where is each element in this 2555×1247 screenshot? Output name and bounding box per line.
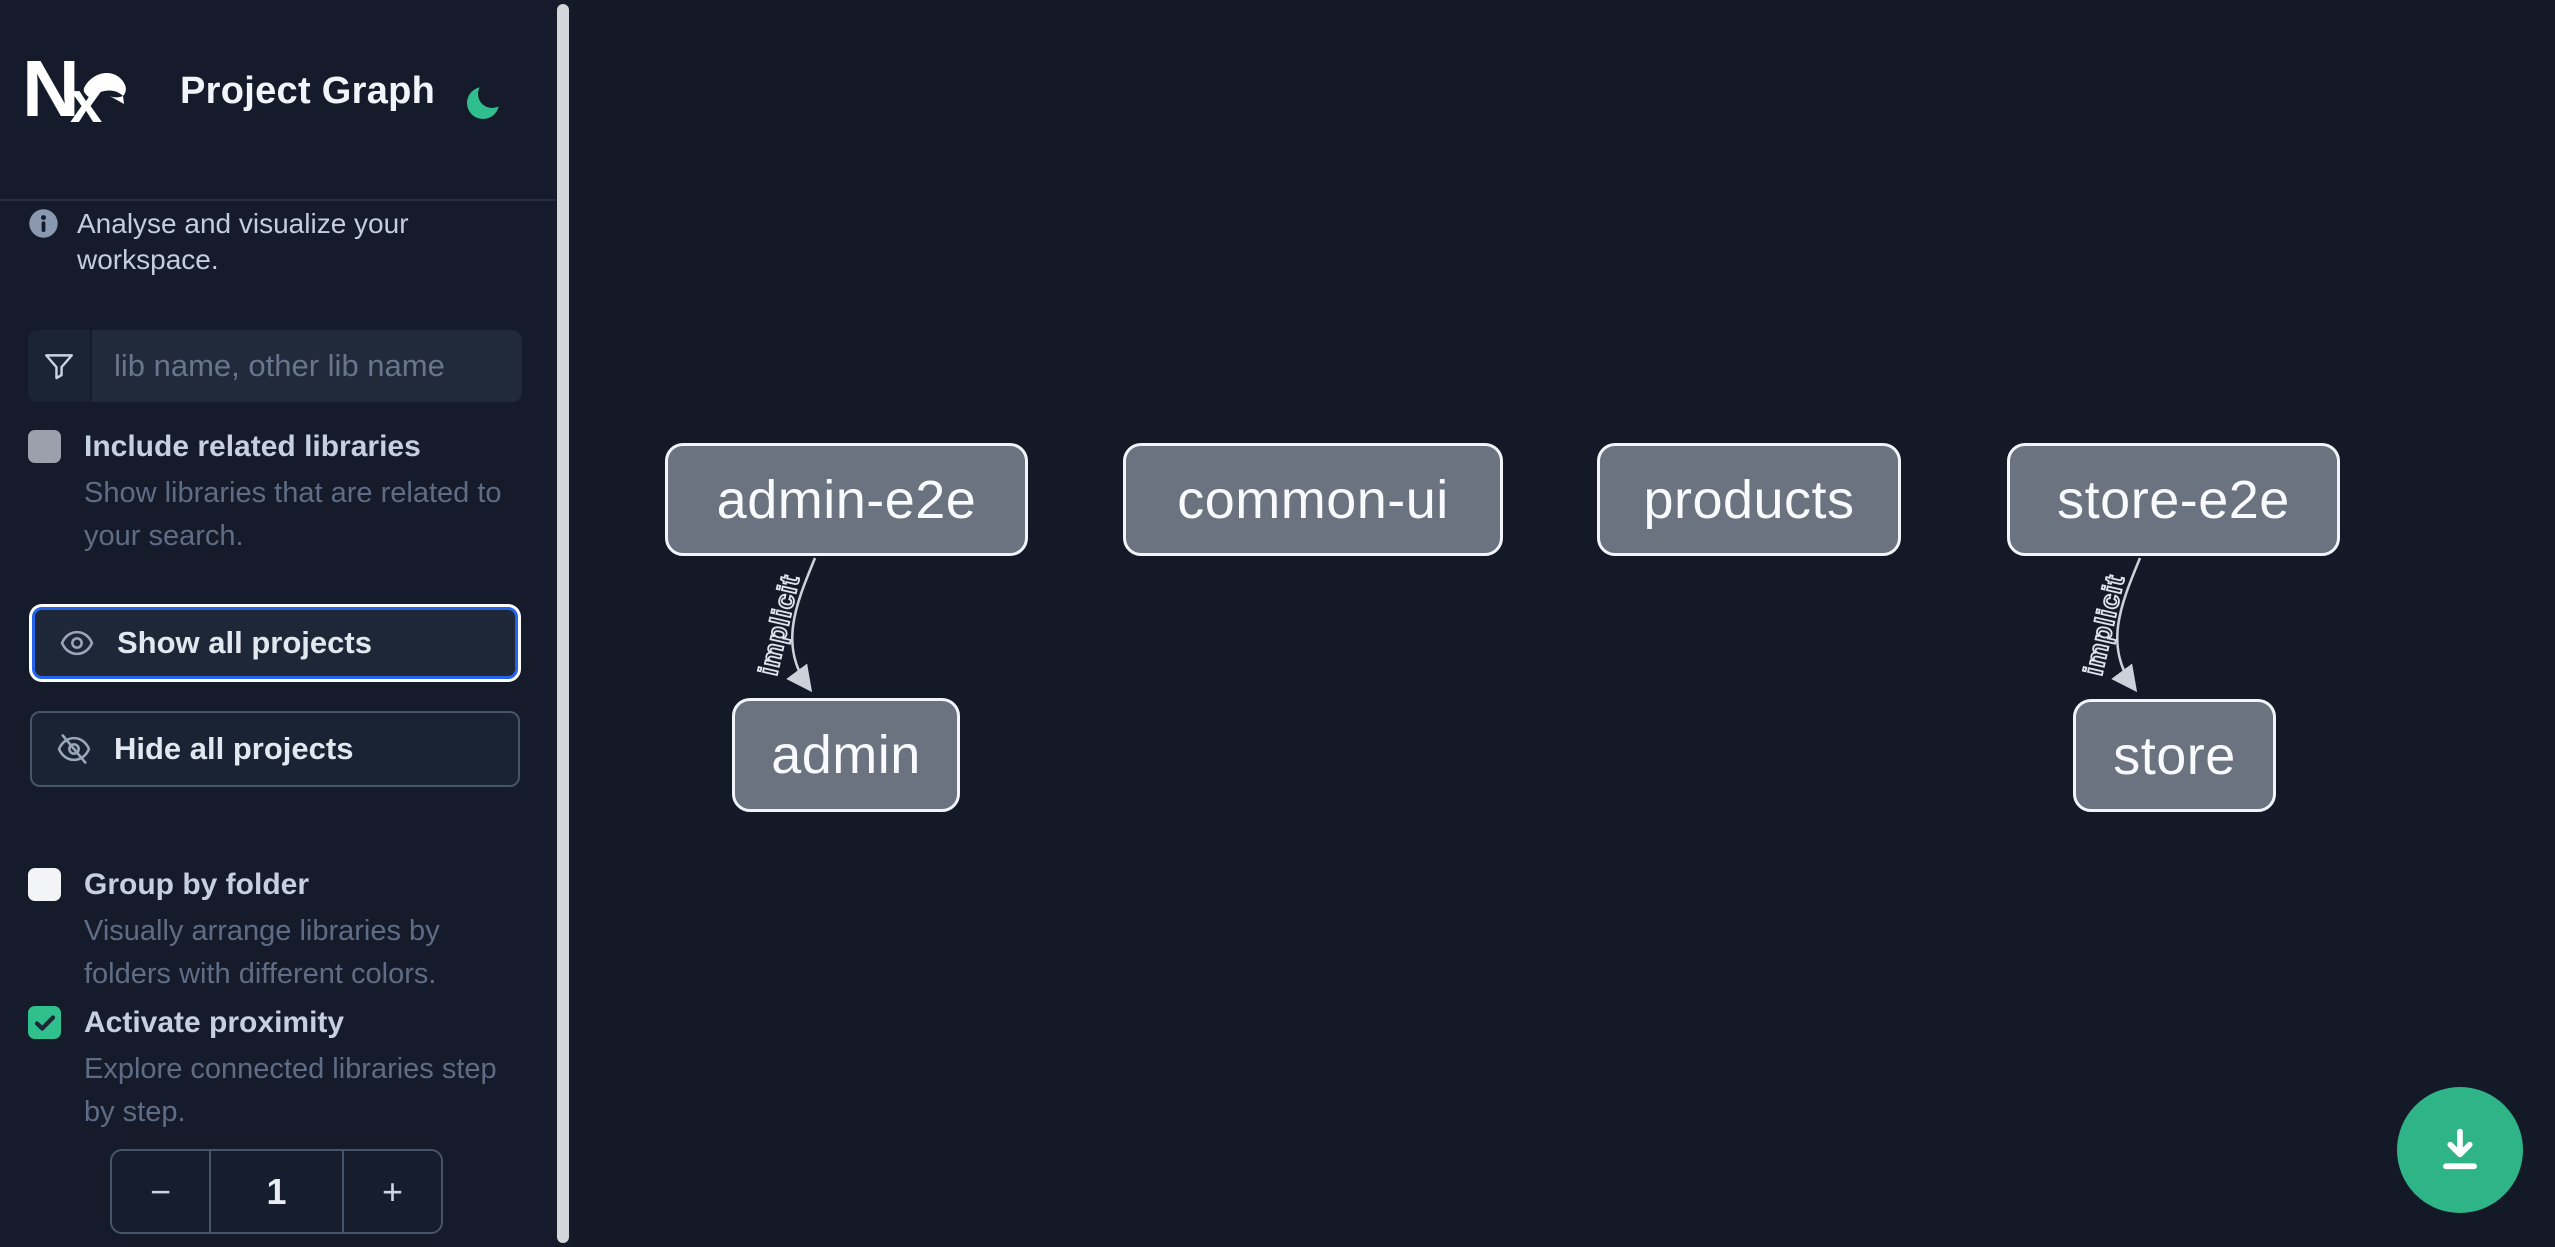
- eye-off-icon: [56, 731, 92, 767]
- search-input[interactable]: [92, 330, 522, 402]
- show-all-projects-label: Show all projects: [117, 625, 372, 660]
- edge-label: implicit: [2078, 572, 2130, 679]
- info-text: Analyse and visualize your workspace.: [77, 208, 409, 275]
- check-icon: [34, 1014, 55, 1031]
- edge-admin-e2e-admin: [786, 557, 817, 693]
- graph-node-store[interactable]: store: [2073, 699, 2276, 812]
- graph-edges: implicit implicit: [752, 557, 2142, 693]
- hide-all-projects-button[interactable]: Hide all projects: [30, 711, 520, 787]
- eye-icon: [59, 625, 95, 661]
- toggle-description: Show libraries that are related to your …: [84, 477, 502, 552]
- graph-node-common-ui[interactable]: common-ui: [1123, 443, 1503, 556]
- proximity-value: 1: [209, 1151, 344, 1232]
- toggle-description: Visually arrange libraries by folders wi…: [84, 915, 440, 990]
- increment-button[interactable]: +: [381, 1170, 404, 1212]
- info-icon: [29, 209, 58, 238]
- filter-icon: [45, 354, 73, 380]
- toggle-activate-proximity: Activate proximity Explore connected lib…: [28, 1004, 528, 1134]
- workspace-info: Analyse and visualize your workspace.: [28, 206, 528, 278]
- graph-canvas[interactable]: implicit implicit admin-e2e common-ui produ…: [572, 0, 2555, 1247]
- hide-all-projects-label: Hide all projects: [114, 731, 354, 766]
- download-image-button[interactable]: [2397, 1087, 2523, 1213]
- graph-node-store-e2e[interactable]: store-e2e: [2007, 443, 2340, 556]
- toggle-include-related: Include related libraries Show libraries…: [28, 428, 528, 558]
- toggle-description: Explore connected libraries step by step…: [84, 1053, 497, 1128]
- toggle-label: Include related libraries: [84, 430, 421, 463]
- toggle-label: Activate proximity: [84, 1006, 345, 1039]
- page-title: Project Graph: [180, 70, 436, 112]
- graph-node-admin[interactable]: admin: [732, 698, 960, 812]
- search-box: [28, 330, 522, 402]
- moon-icon[interactable]: [464, 82, 504, 122]
- activate-proximity-checkbox[interactable]: [28, 1006, 61, 1039]
- proximity-stepper: − 1 +: [110, 1149, 443, 1234]
- include-related-checkbox[interactable]: [28, 430, 61, 463]
- graph-node-admin-e2e[interactable]: admin-e2e: [665, 443, 1028, 556]
- decrement-button[interactable]: −: [149, 1170, 172, 1212]
- edge-label: implicit: [753, 572, 805, 679]
- nx-logo: N x: [26, 54, 126, 124]
- toggle-label: Group by folder: [84, 868, 309, 901]
- sidebar-scrollbar[interactable]: [557, 4, 569, 1243]
- sidebar: N x Project Graph Analyse and visualize …: [0, 0, 572, 1247]
- filter-icon-cell: [28, 330, 92, 402]
- download-icon: [2443, 1128, 2477, 1170]
- edge-store-e2e-store: [2111, 557, 2142, 693]
- svg-text:N: N: [26, 54, 80, 124]
- sidebar-header: N x Project Graph: [0, 0, 556, 201]
- show-all-projects-button[interactable]: Show all projects: [32, 607, 518, 679]
- toggle-group-by-folder: Group by folder Visually arrange librari…: [28, 866, 528, 996]
- graph-node-products[interactable]: products: [1597, 443, 1901, 556]
- group-by-folder-checkbox[interactable]: [28, 868, 61, 901]
